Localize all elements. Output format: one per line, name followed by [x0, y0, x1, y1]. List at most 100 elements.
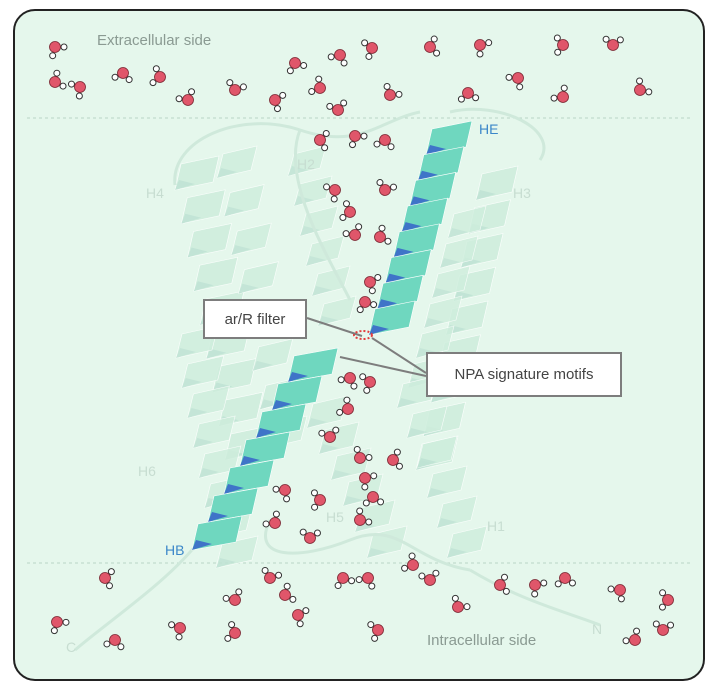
loop-trace [293, 129, 352, 301]
water-hydrogen [377, 498, 385, 506]
water-hydrogen [103, 640, 111, 648]
water-oxygen [384, 89, 396, 101]
water-oxygen [364, 376, 376, 388]
water-hydrogen [501, 573, 508, 581]
water-oxygen [314, 494, 326, 506]
water-hydrogen [355, 576, 363, 584]
water-molecule [418, 569, 440, 586]
helix-segment-shade [397, 398, 417, 408]
water-oxygen [269, 94, 281, 106]
water-hydrogen [395, 90, 403, 98]
water-hydrogen [175, 95, 183, 103]
helix-segment-shade [206, 348, 227, 359]
water-hydrogen [337, 376, 345, 384]
water-hydrogen [365, 454, 373, 462]
water-oxygen [182, 94, 194, 106]
helix-segment [180, 189, 226, 225]
water-hydrogen [175, 633, 183, 641]
helix-segment [409, 172, 457, 207]
water-molecule [554, 572, 576, 588]
water-oxygen [174, 622, 186, 634]
water-hydrogen [60, 43, 68, 51]
water-oxygen [364, 276, 376, 288]
water-hydrogen [302, 607, 310, 615]
helix-segment-shade [447, 548, 467, 558]
highlighted-half-helices [191, 120, 473, 551]
helix-segment-shade [198, 468, 219, 478]
helix-segment-shade [409, 196, 430, 207]
water-hydrogen [463, 603, 471, 611]
water-oxygen [49, 76, 61, 88]
loop-trace [469, 568, 601, 627]
water-hydrogen [373, 140, 381, 148]
water-hydrogen [283, 495, 291, 503]
water-molecule [67, 80, 86, 100]
helix-segment-shade [181, 213, 202, 224]
water-hydrogen [356, 306, 364, 314]
helix-segment-shade [288, 166, 308, 176]
water-hydrogen [168, 621, 176, 629]
water-molecule [222, 588, 243, 606]
water-molecule [49, 41, 68, 60]
water-hydrogen [289, 595, 297, 603]
helix-segment-shade [331, 470, 351, 480]
water-hydrogen [226, 79, 234, 87]
helix-segment-shade [393, 247, 414, 258]
loop-trace [264, 519, 471, 572]
water-molecule [342, 223, 363, 241]
water-hydrogen [117, 643, 125, 651]
water-hydrogen [384, 237, 392, 245]
helix-label-h4: H4 [146, 185, 164, 201]
helix-segment-shade [187, 247, 208, 258]
filter-marker [353, 330, 373, 340]
water-hydrogen [235, 588, 243, 596]
water-molecule [308, 75, 326, 96]
water-molecule [336, 396, 354, 416]
helix-segment [174, 155, 220, 191]
water-hydrogen [315, 75, 323, 83]
water-hydrogen [62, 618, 70, 626]
water-molecule [50, 616, 70, 635]
water-hydrogen [107, 568, 115, 576]
filter-pointer-line [306, 317, 363, 337]
water-hydrogen [359, 373, 367, 381]
helix-segment-shade [307, 418, 327, 428]
helix-segment-shade [417, 458, 437, 468]
water-hydrogen [262, 520, 270, 528]
water-hydrogen [279, 91, 287, 99]
water-hydrogen [622, 637, 630, 645]
helix-segment-shade [385, 273, 406, 284]
helix-label-h5: H5 [326, 509, 344, 525]
helix-segment-shade [417, 170, 438, 181]
intracellular-label: Intracellular side [427, 632, 537, 649]
helix-segment-shade [252, 360, 273, 371]
water-oxygen [359, 296, 371, 308]
water-oxygen [559, 572, 571, 584]
water-hydrogen [361, 483, 369, 491]
helix-segment [368, 300, 416, 336]
helix-segment-shade [193, 281, 214, 292]
water-molecule [299, 528, 321, 544]
water-hydrogen [261, 566, 269, 574]
water-molecule [99, 568, 115, 590]
water-hydrogen [540, 579, 548, 587]
helix-segment [207, 487, 259, 523]
water-hydrogen [451, 594, 459, 602]
helix-segment [425, 120, 473, 156]
water-molecule [634, 77, 653, 96]
water-oxygen [359, 472, 371, 484]
water-hydrogen [502, 587, 510, 595]
water-molecule [224, 621, 241, 642]
helix-h5 [306, 395, 408, 559]
water-oxygen [49, 41, 61, 53]
water-hydrogen [286, 67, 294, 75]
water-oxygen [349, 229, 361, 241]
water-hydrogen [330, 195, 338, 203]
water-molecule [349, 130, 368, 149]
helix-segment-shade [437, 518, 457, 528]
water-hydrogen [430, 35, 438, 43]
water-hydrogen [652, 620, 660, 628]
water-hydrogen [67, 80, 75, 88]
water-hydrogen [636, 77, 644, 85]
